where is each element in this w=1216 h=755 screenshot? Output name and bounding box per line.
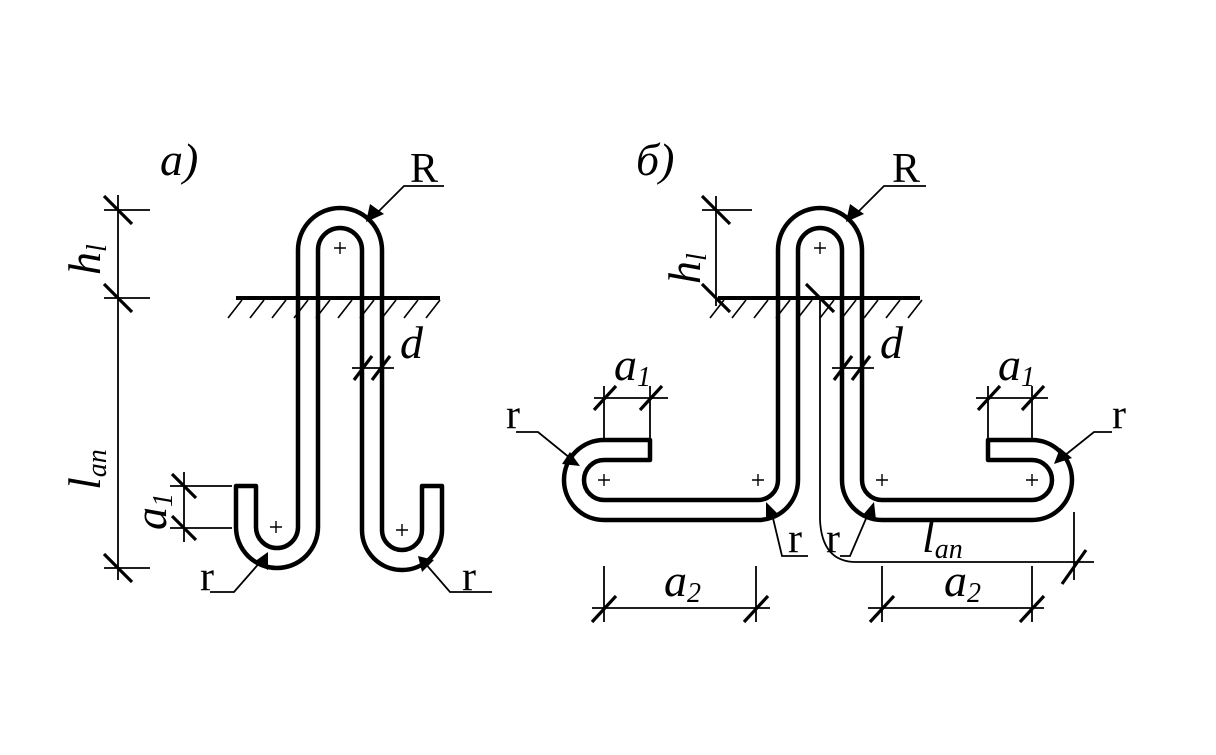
anchor-loop-bar (561, 205, 1075, 523)
svg-text:a1: a1 (125, 493, 179, 530)
leg-dimension-right (868, 566, 1046, 624)
a1-label-left: a1 (614, 339, 651, 393)
center-marks (598, 242, 1038, 486)
R-leader (366, 185, 444, 222)
r-label-left: r (506, 392, 520, 438)
l-an-dimension (804, 282, 1094, 585)
left-dimension-chain (102, 194, 150, 584)
hook-dimension-left (592, 384, 668, 438)
a2-label-right: a2 (944, 555, 981, 609)
a2-label-left: a2 (664, 555, 701, 609)
figure-a: а) R d r r hl lan a1 (59, 134, 492, 600)
h-l-label: hl (59, 244, 113, 275)
svg-text:lan: lan (59, 449, 113, 490)
R-leader (846, 185, 926, 222)
a1-label-right: a1 (998, 339, 1035, 393)
r-label-left: r (200, 554, 214, 600)
ground-hatching (227, 299, 441, 319)
ground-hatching (709, 299, 923, 319)
r-label-center-right: r (826, 516, 840, 562)
R-label: R (410, 146, 438, 192)
hook-dimension-right (976, 384, 1048, 438)
a1-label: a1 (125, 493, 179, 530)
d-label: d (400, 317, 424, 368)
d-label: d (880, 317, 904, 368)
leg-dimension-left (590, 566, 770, 624)
r-label-right: r (1112, 392, 1126, 438)
R-label: R (892, 146, 920, 192)
diameter-dimension (352, 355, 394, 381)
diameter-dimension (832, 355, 874, 381)
svg-text:hl: hl (659, 253, 713, 284)
r-leaders (210, 552, 492, 593)
svg-text:hl: hl (59, 244, 113, 275)
figure-a-label: а) (160, 134, 198, 185)
hook-dimension (170, 472, 232, 542)
l-an-label: lan (922, 511, 963, 565)
r-label-center-left: r (788, 516, 802, 562)
r-label-right: r (462, 554, 476, 600)
anchor-loop-bar (233, 205, 445, 573)
h-l-label: hl (659, 253, 713, 284)
center-marks (270, 242, 408, 536)
h-l-dimension (700, 194, 752, 314)
figure-b: б) R d r r r r a1 a1 a2 a2 lan hl (506, 134, 1126, 624)
r-leaders (516, 431, 1112, 557)
figure-b-label: б) (636, 134, 674, 185)
l-an-label: lan (59, 449, 113, 490)
